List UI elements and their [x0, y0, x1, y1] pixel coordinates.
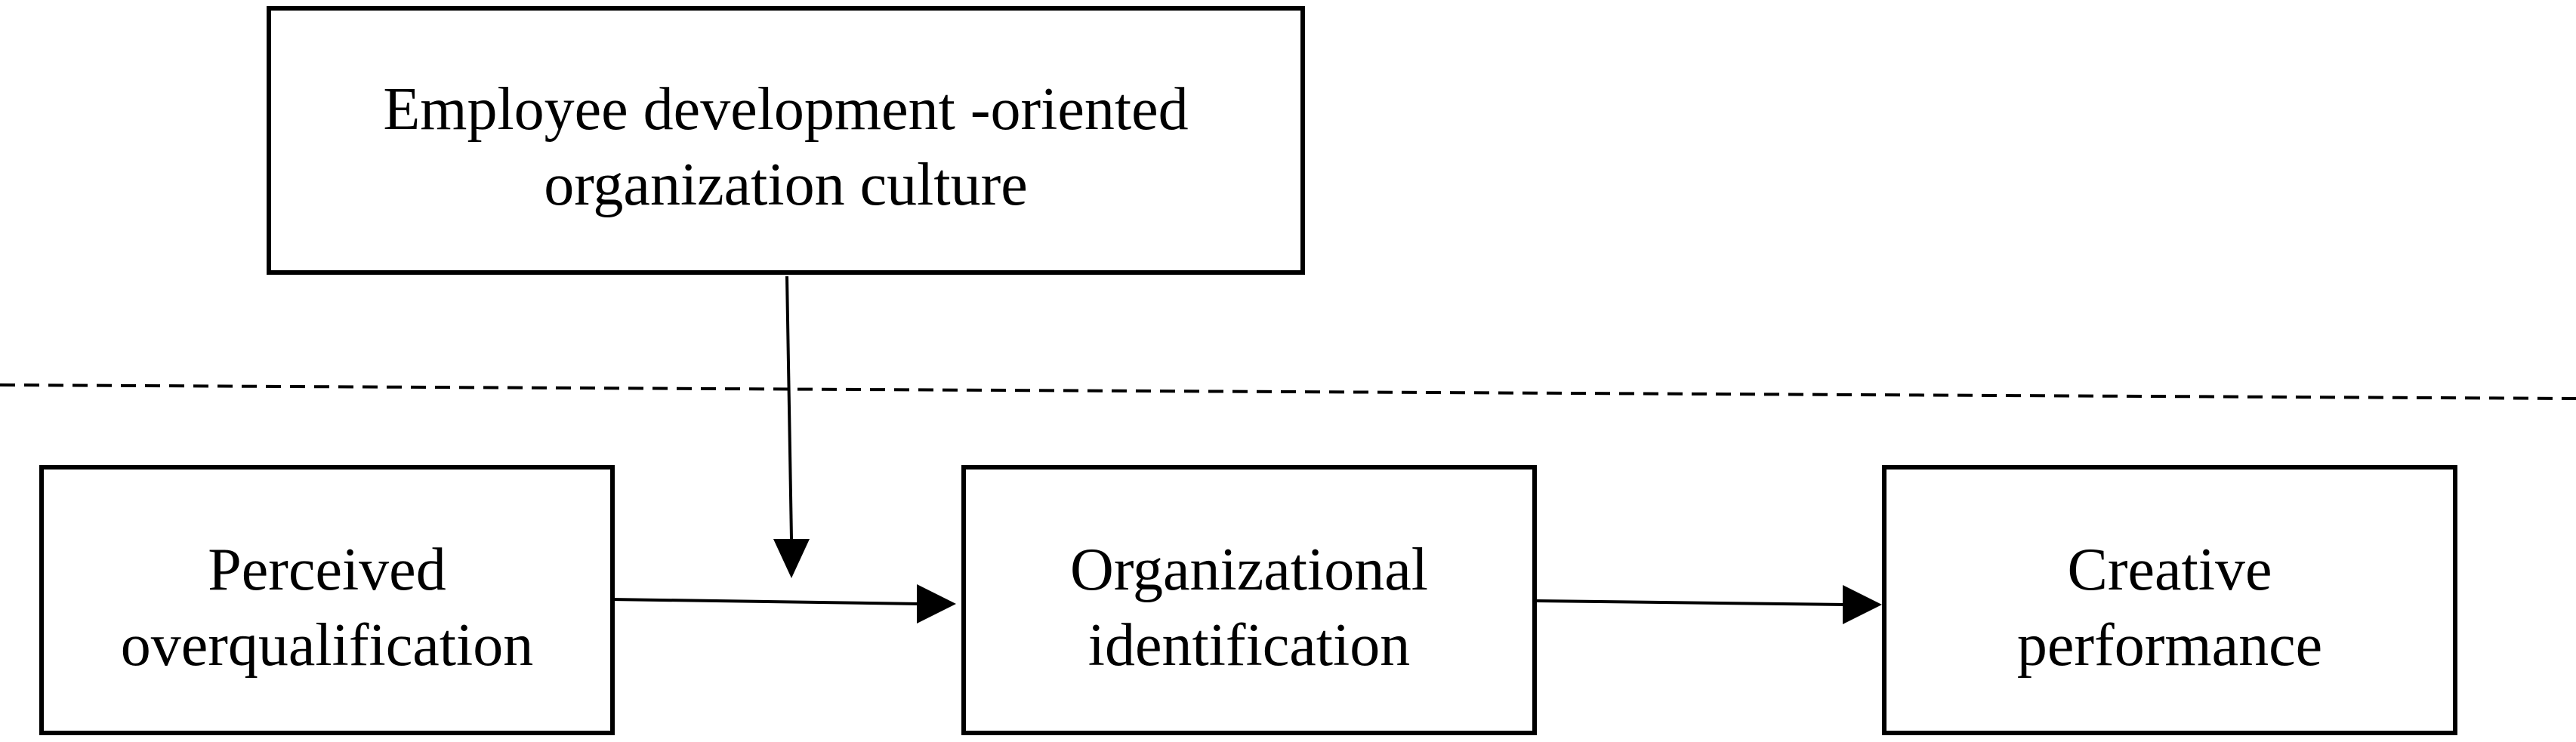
moderator-label-line2: organization culture [544, 152, 1028, 218]
predictor-to-mediator-arrow-head [917, 584, 956, 623]
moderation-arrow-head [773, 539, 810, 578]
moderation-arrow-line [785, 276, 793, 540]
predictor-to-mediator-line [609, 598, 921, 605]
outcome-label-line2: performance [2016, 612, 2323, 679]
level-divider-dashed [0, 383, 2576, 400]
outcome-box: Creative performance [1882, 465, 2457, 735]
predictor-label-line2: overqualification [120, 612, 534, 679]
mediator-to-outcome-arrow-head [1843, 585, 1882, 624]
mediator-label-line2: identification [1087, 612, 1411, 679]
mediator-label-line1: Organizational [1070, 537, 1428, 603]
mediator-to-outcome-line [1536, 599, 1846, 606]
outcome-label-line1: Creative [2067, 537, 2272, 603]
mediator-box: Organizational identification [961, 465, 1537, 735]
predictor-box: Perceived overqualification [39, 465, 615, 735]
moderator-box: Employee development -oriented organizat… [267, 6, 1305, 275]
moderator-label-line1: Employee development -oriented [383, 76, 1189, 143]
predictor-label-line1: Perceived [208, 537, 446, 603]
